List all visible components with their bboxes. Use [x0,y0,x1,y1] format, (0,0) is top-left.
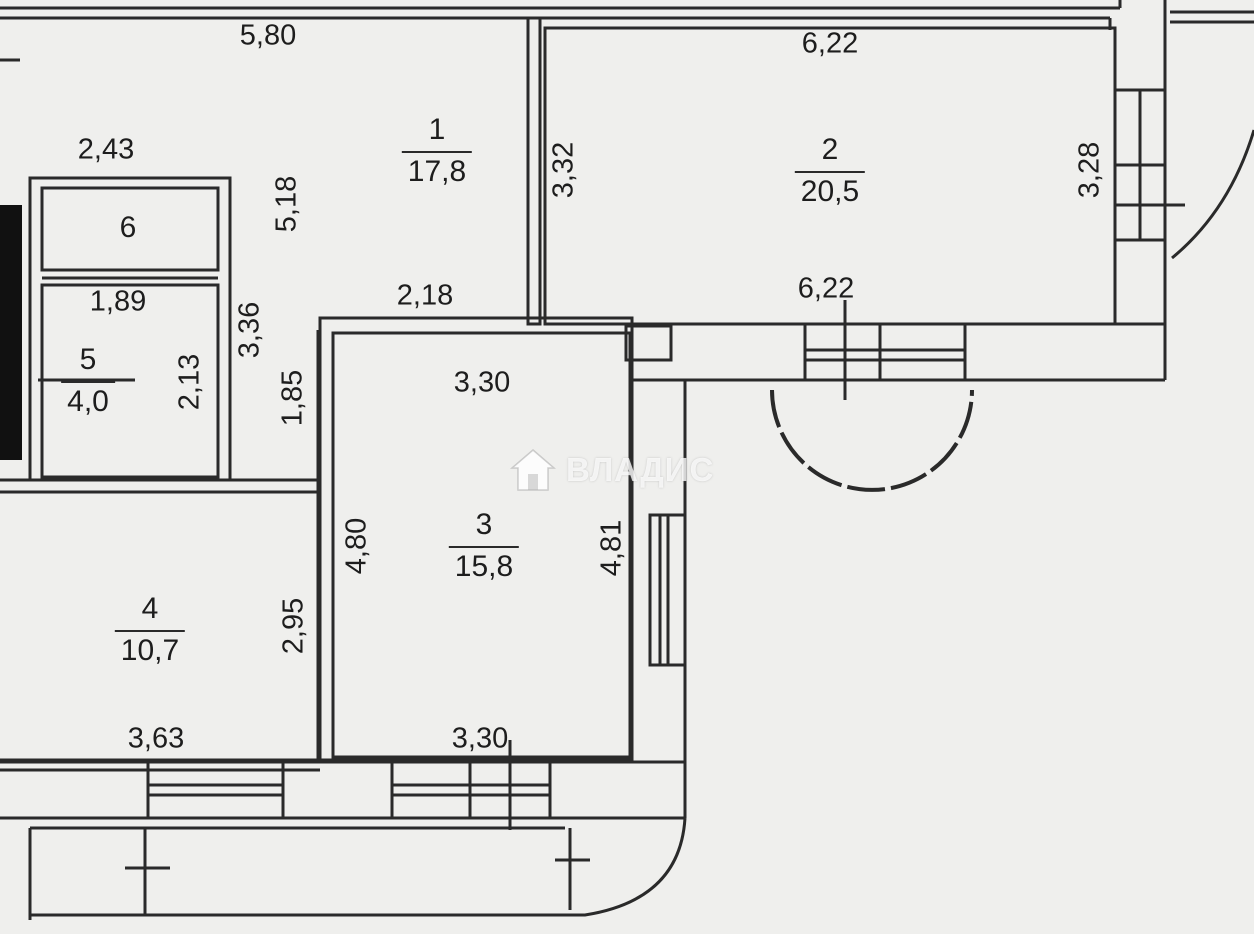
dim-room1-top: 5,80 [239,19,297,52]
room-2-number: 2 [821,133,839,166]
dim-room1-mid: 2,43 [77,133,135,166]
rooms-5-6-walls [0,176,232,482]
room-5-number: 5 [79,343,97,376]
dim-room4-bottom: 3,63 [127,722,185,755]
watermark: ВЛАДИС [510,448,714,492]
dim-room1-side: 5,18 [270,175,303,233]
dim-room2-right: 3,28 [1073,141,1106,199]
dim-room4-right: 2,95 [277,597,310,655]
dim-room3-right: 4,81 [595,519,628,577]
room-4-number: 4 [141,592,159,625]
dim-room1-bottom: 2,18 [396,279,454,312]
dim-room3-bottom: 3,30 [451,722,509,755]
room-3-walls [318,316,1110,762]
room-1-label: 1 17,8 [401,113,473,187]
room-3-label: 3 15,8 [448,508,520,582]
room-4-label: 4 10,7 [114,592,186,666]
dim-room2-top: 6,22 [801,27,859,60]
room-2-walls [543,26,1254,400]
room-5-label: 5 4,0 [61,345,115,417]
room-3-area: 15,8 [448,546,520,582]
balcony-arc [770,389,974,492]
room-1-area: 17,8 [401,151,473,187]
room-6-number: 6 [119,211,137,244]
dim-room3-top: 3,30 [453,366,511,399]
room-3-number: 3 [475,508,493,541]
dim-room5-side: 2,13 [173,353,206,411]
dim-corridor-side: 3,36 [233,301,266,359]
dim-corridor-width: 1,85 [276,369,309,427]
dim-room1-right: 3,32 [547,141,580,199]
room-2-area: 20,5 [794,171,866,207]
room-5-area: 4,0 [61,381,115,417]
room-2-label: 2 20,5 [794,133,866,207]
room-1-number: 1 [428,113,446,146]
dim-room3-left: 4,80 [340,517,373,575]
dim-room2-bottom: 6,22 [797,272,855,305]
wall-room1-room2 [526,16,542,326]
bottom-walls [0,740,687,920]
house-logo-icon [510,449,556,491]
watermark-text: ВЛАДИС [566,451,715,488]
dim-room5-top: 1,89 [89,285,147,318]
room-4-area: 10,7 [114,630,186,666]
